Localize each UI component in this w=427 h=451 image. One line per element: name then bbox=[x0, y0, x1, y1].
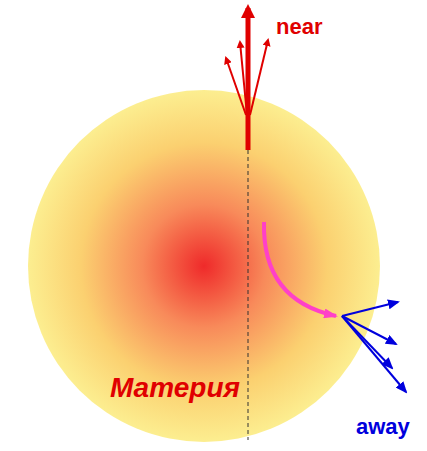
region-label: Материя bbox=[110, 372, 240, 404]
matter-region: Материя bbox=[28, 90, 380, 442]
away-particle bbox=[342, 316, 406, 392]
near-particle bbox=[240, 42, 247, 115]
near-jet bbox=[246, 8, 251, 150]
near-particle bbox=[250, 40, 268, 115]
deflected-path bbox=[264, 222, 336, 316]
away-particle bbox=[342, 316, 396, 344]
direction-label: near bbox=[276, 14, 322, 40]
direction-label: away bbox=[356, 414, 410, 440]
away-particle bbox=[342, 302, 398, 316]
axis-line bbox=[248, 150, 249, 440]
sphere-fill bbox=[28, 90, 380, 442]
